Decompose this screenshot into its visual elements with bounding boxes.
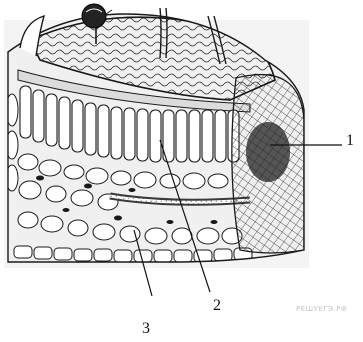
watermark: РЕШУЕГЭ.РФ xyxy=(296,305,347,313)
callout-label-3: 3 xyxy=(142,321,150,337)
callout-label-2: 2 xyxy=(213,298,221,314)
vascular-bundle xyxy=(232,75,304,253)
callout-label-1: 1 xyxy=(346,133,354,149)
